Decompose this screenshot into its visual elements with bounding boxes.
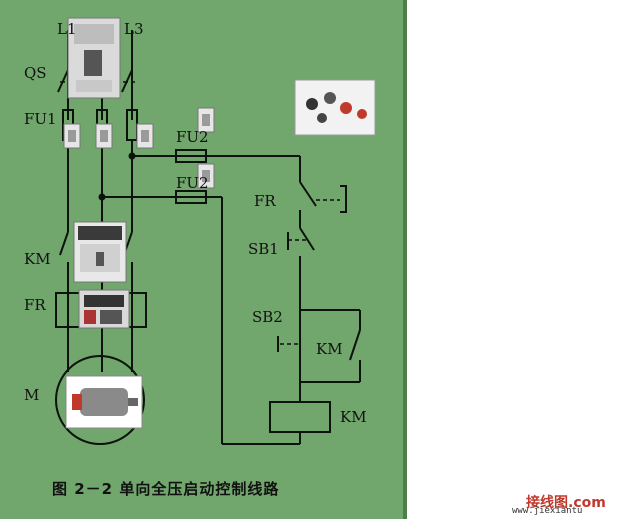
label-l1: L1 <box>57 20 77 38</box>
fuse-photo-3 <box>136 123 154 149</box>
pushbutton-photo <box>294 79 376 136</box>
watermark-brand: 接线图.com <box>526 495 606 511</box>
label-motor: M <box>24 386 40 404</box>
fuse-photo-5 <box>197 163 215 189</box>
fuse-photo-1 <box>63 123 81 149</box>
circuit-diagram-board <box>0 0 407 519</box>
contactor-photo <box>73 221 127 283</box>
fuse-photo-2 <box>95 123 113 149</box>
label-km-aux: KM <box>316 340 343 358</box>
label-km-left: KM <box>24 250 51 268</box>
label-fu2-top: FU2 <box>176 128 209 146</box>
label-sb2: SB2 <box>252 308 283 326</box>
label-qs: QS <box>24 64 47 82</box>
label-fr-right: FR <box>254 192 276 210</box>
motor-photo <box>65 375 143 429</box>
fuse-photo-4 <box>197 107 215 133</box>
label-l3: L3 <box>124 20 144 38</box>
label-fu1: FU1 <box>24 110 57 128</box>
thermal-relay-photo <box>78 289 130 329</box>
breaker-photo <box>67 17 121 99</box>
component-photos <box>63 17 376 429</box>
label-fr-left: FR <box>24 296 46 314</box>
diagram-background <box>0 0 407 519</box>
label-km-coil: KM <box>340 408 367 426</box>
label-sb1: SB1 <box>248 240 279 258</box>
figure-caption: 图 2－2 单向全压启动控制线路 <box>52 480 280 498</box>
label-fu2-bottom: FU2 <box>176 174 209 192</box>
watermark-url: www.jiexiantu <box>512 506 583 516</box>
